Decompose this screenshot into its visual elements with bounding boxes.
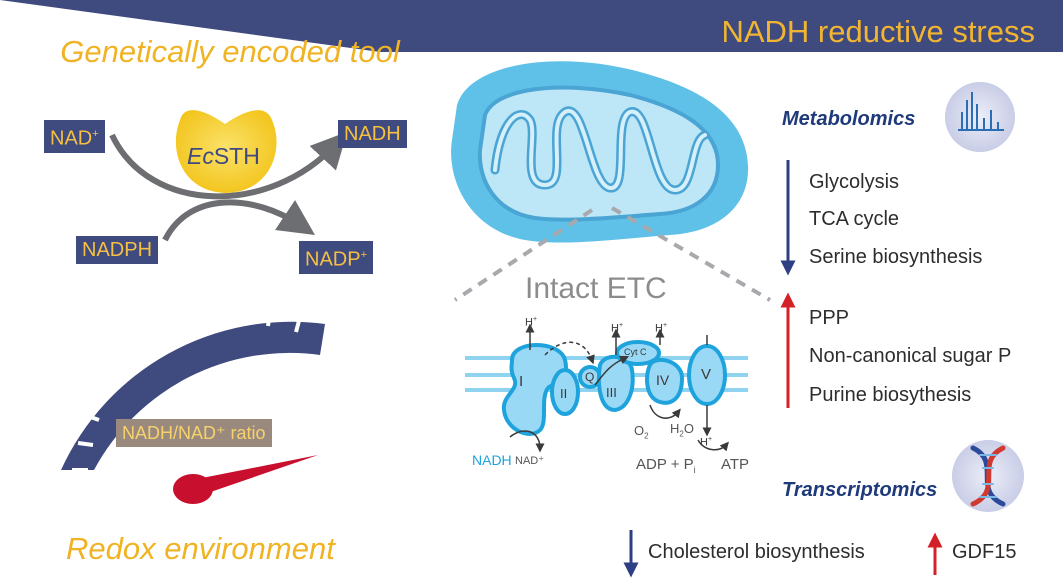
nadh-label: NADH — [338, 120, 407, 148]
zoom-line-left — [453, 208, 594, 302]
metabolomics-label: Metabolomics — [782, 108, 916, 130]
complex-V-shape — [687, 344, 727, 406]
etc-title: Intact ETC — [525, 272, 667, 305]
gauge-needle-hub — [173, 474, 213, 504]
metabolite-up-item: Purine biosythesis — [809, 384, 972, 406]
atp-label: ATP — [721, 456, 750, 473]
metabolite-up-item: Non-canonical sugar P — [809, 345, 1012, 367]
coenzyme-Q-label: Q — [585, 370, 595, 384]
redox-caption: Redox environment — [66, 531, 335, 566]
header-band — [0, 0, 1063, 52]
complex-II-shape — [550, 368, 580, 416]
metabolite-down-item: TCA cycle — [809, 208, 900, 230]
complex-III-shape — [596, 354, 635, 413]
dna-icon — [970, 445, 1006, 507]
proton-label: H+ — [525, 316, 538, 329]
complex-III-label: III — [606, 385, 617, 400]
complex-IV-shape — [645, 357, 685, 405]
zoom-line-right — [610, 206, 772, 302]
gauge-dial — [61, 321, 325, 470]
page-title: NADH reductive stress — [721, 14, 1035, 49]
nadph-label: NADPH — [76, 236, 159, 264]
nad-plus-label: NAD+ — [44, 120, 105, 153]
nad-to-nadh-arrow — [109, 131, 348, 200]
adp-label: ADP + Pi — [636, 456, 696, 475]
etc-nad-label: NAD⁺ — [515, 455, 545, 467]
proton-label: H+ — [611, 322, 624, 335]
gauge-needle — [192, 455, 318, 497]
complex-I-label: I — [519, 373, 524, 390]
transcript-down-item: Cholesterol biosynthesis — [648, 541, 865, 563]
complex-IV-label: IV — [656, 372, 670, 388]
transcript-up-item: GDF15 — [952, 541, 1017, 563]
metabolomics-icon — [945, 82, 1015, 152]
proton-label: H+ — [700, 436, 713, 449]
tool-heading: Genetically encoded tool — [60, 34, 400, 69]
metabolite-down-item: Glycolysis — [809, 171, 900, 193]
ecsth-label: EcSTH — [187, 143, 260, 169]
etc-nadh-label: NADH — [472, 452, 512, 468]
metabolite-down-item: Serine biosynthesis — [809, 246, 983, 268]
gauge-ticks — [72, 310, 302, 472]
complex-I-shape — [501, 343, 568, 436]
nadp-plus-label: NADP+ — [299, 241, 374, 274]
transcriptomics-label: Transcriptomics — [782, 479, 938, 501]
metabolite-up-item: PPP — [809, 307, 850, 329]
ecsth-enzyme-shape — [175, 110, 277, 193]
complex-V-label: V — [701, 366, 712, 383]
cyt-c-label: Cyt C — [624, 347, 647, 357]
mass-spec-icon — [958, 92, 1004, 131]
nadph-to-nadp-arrow — [162, 199, 315, 242]
ratio-label: NADH/NAD⁺ ratio — [116, 419, 272, 447]
complex-II-label: II — [560, 386, 568, 401]
o2-label: O2 — [634, 423, 649, 441]
proton-label: H+ — [655, 322, 668, 335]
h2o-label: H2O — [670, 421, 694, 439]
